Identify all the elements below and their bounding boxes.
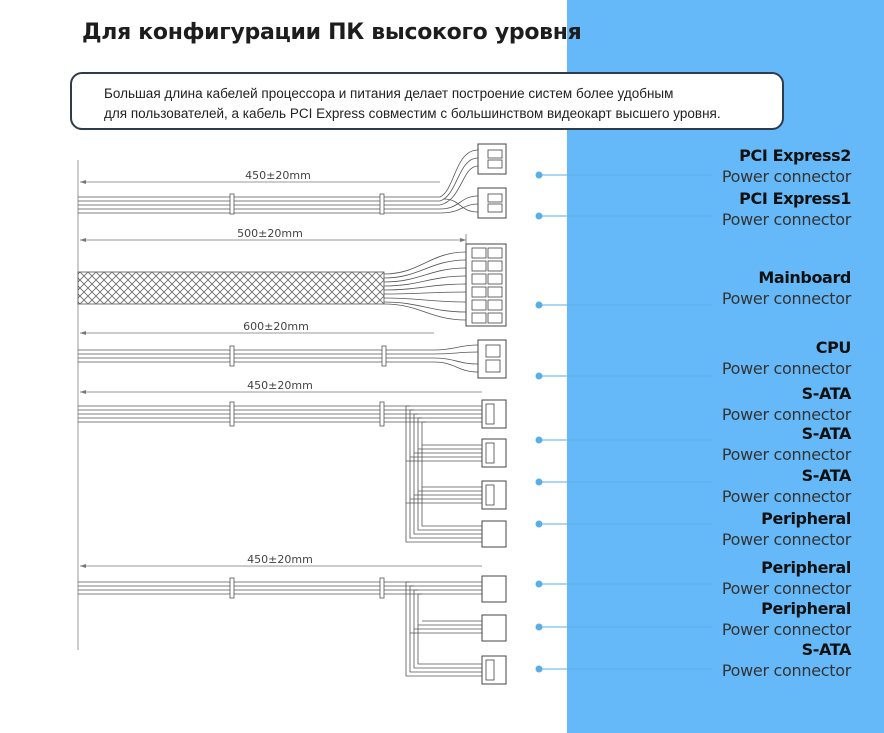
connector-name: S-ATA bbox=[801, 640, 852, 659]
connector-name: S-ATA bbox=[801, 424, 852, 443]
pointer-dot bbox=[535, 436, 543, 444]
dimension-label: 450±20mm bbox=[247, 379, 313, 392]
connector-name: S-ATA bbox=[801, 384, 852, 403]
connector-label-cpu: CPU Power connector bbox=[721, 338, 852, 379]
pointer-lines bbox=[535, 171, 712, 673]
connector-label-sata-4: S-ATA Power connector bbox=[721, 640, 852, 681]
connector-sub: Power connector bbox=[721, 530, 851, 549]
connector-name: S-ATA bbox=[801, 466, 852, 485]
pointer-dot bbox=[535, 478, 543, 486]
connector-sub: Power connector bbox=[721, 405, 851, 424]
pointer-dot bbox=[535, 212, 543, 220]
connector-name: Peripheral bbox=[761, 509, 851, 528]
connector-label-pcie1: PCI Express1 Power connector bbox=[721, 189, 852, 230]
description-line-2: для пользователей, а кабель PCI Express … bbox=[104, 106, 721, 121]
dimension-label: 450±20mm bbox=[245, 169, 311, 182]
connector-name: PCI Express1 bbox=[739, 189, 851, 208]
connector-label-peripheral-3: Peripheral Power connector bbox=[721, 599, 852, 640]
description-line-1: Большая длина кабелей процессора и питан… bbox=[104, 86, 674, 101]
dimension-label: 450±20mm bbox=[247, 553, 313, 566]
connector-name: Peripheral bbox=[761, 599, 851, 618]
dimension-label: 600±20mm bbox=[243, 320, 309, 333]
connector-sub: Power connector bbox=[721, 487, 851, 506]
connector-label-sata-1: S-ATA Power connector bbox=[721, 384, 852, 425]
connector-sub: Power connector bbox=[721, 167, 851, 186]
connector-sub: Power connector bbox=[721, 620, 851, 639]
connector-name: PCI Express2 bbox=[739, 146, 851, 165]
pointer-dot bbox=[535, 171, 543, 179]
connector-label-peripheral-2: Peripheral Power connector bbox=[721, 558, 852, 599]
connector-name: Peripheral bbox=[761, 558, 851, 577]
pointer-dot bbox=[535, 580, 543, 588]
connector-name: CPU bbox=[815, 338, 852, 357]
connector-label-sata-3: S-ATA Power connector bbox=[721, 466, 852, 507]
pointer-dot bbox=[535, 301, 543, 309]
page-title: Для конфигурации ПК высокого уровня bbox=[82, 20, 582, 45]
connector-label-pcie2: PCI Express2 Power connector bbox=[721, 146, 852, 187]
connector-sub: Power connector bbox=[721, 445, 851, 464]
connector-name: Mainboard bbox=[758, 268, 851, 287]
connector-sub: Power connector bbox=[721, 289, 851, 308]
connector-label-mainboard: Mainboard Power connector bbox=[721, 268, 852, 309]
pointer-dot bbox=[535, 520, 543, 528]
pcie-cable: 450±20mm bbox=[78, 143, 507, 219]
connector-label-peripheral-1: Peripheral Power connector bbox=[721, 509, 852, 550]
sata-cable-1: 450±20mm bbox=[78, 379, 507, 548]
connector-sub: Power connector bbox=[721, 579, 851, 598]
connector-label-sata-2: S-ATA Power connector bbox=[721, 424, 852, 465]
cpu-cable: 600±20mm bbox=[78, 320, 507, 379]
pointer-dot bbox=[535, 623, 543, 631]
peripheral-cable: 450±20mm bbox=[78, 553, 507, 685]
connector-sub: Power connector bbox=[721, 661, 851, 680]
mainboard-cable: 500±20mm bbox=[77, 227, 507, 327]
dimension-label: 500±20mm bbox=[237, 227, 303, 240]
connector-sub: Power connector bbox=[721, 210, 851, 229]
pointer-dot bbox=[535, 665, 543, 673]
connector-sub: Power connector bbox=[721, 359, 851, 378]
description-box: Большая длина кабелей процессора и питан… bbox=[70, 72, 784, 130]
pointer-dot bbox=[535, 372, 543, 380]
